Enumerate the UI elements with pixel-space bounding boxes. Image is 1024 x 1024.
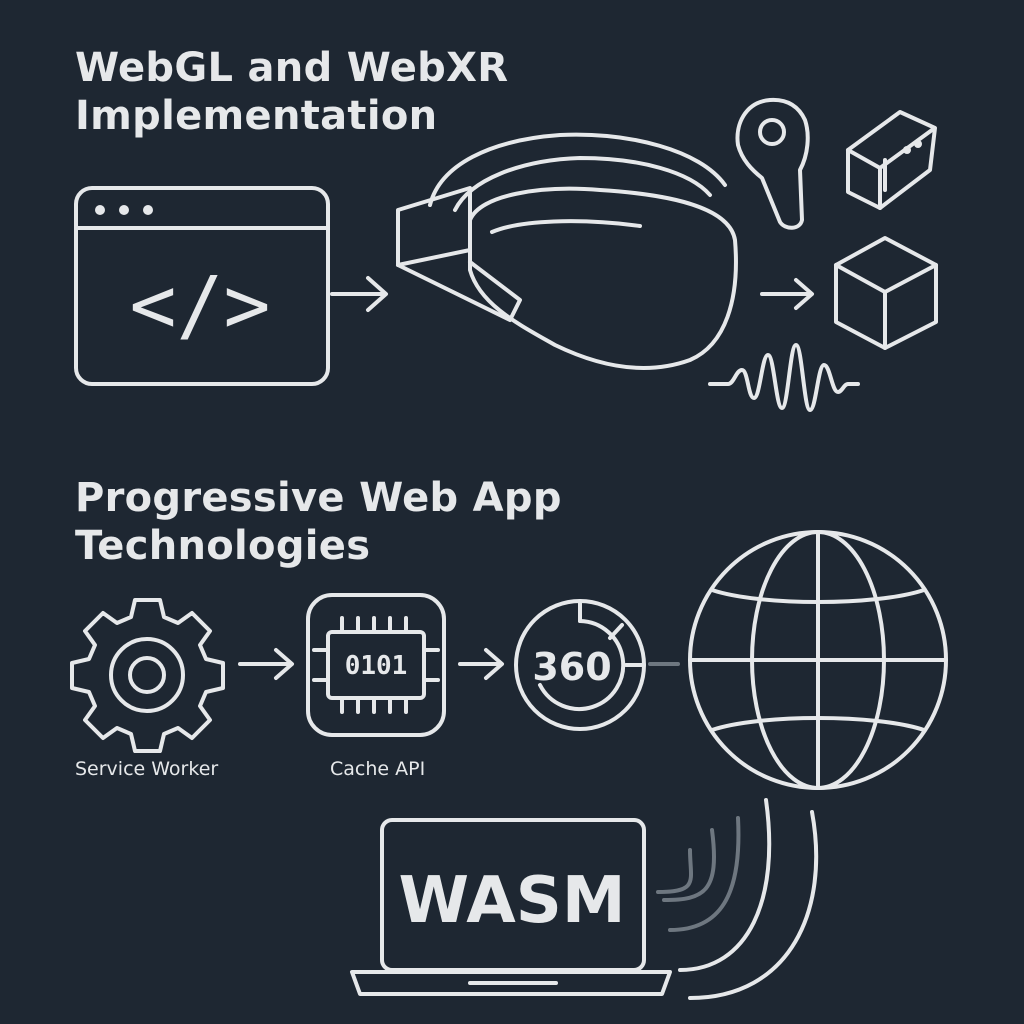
title-line: WebGL and WebXR (75, 45, 509, 91)
chip-icon: 0101 (306, 593, 446, 737)
service-worker-label: Service Worker (75, 758, 219, 780)
code-glyph: </> (130, 261, 271, 351)
section-title-webgl: WebGL and WebXR Implementation (75, 44, 508, 140)
gear-icon (70, 598, 225, 753)
title-line: Progressive Web App (75, 475, 562, 521)
controller-icon (735, 97, 810, 230)
waveform-icon (708, 343, 860, 412)
title-line: Implementation (75, 93, 438, 139)
laptop-icon: WASM (350, 818, 672, 996)
browser-code-icon: </> (74, 186, 330, 386)
globe-icon (688, 530, 948, 790)
arrow-icon (760, 278, 814, 310)
360-dial-icon: 360 (514, 599, 646, 731)
binary-text: 0101 (345, 651, 408, 681)
section-title-pwa: Progressive Web App Technologies (75, 474, 562, 570)
vr-headset-icon (396, 132, 738, 370)
vr-glasses-icon (846, 110, 937, 210)
degrees-text: 360 (532, 645, 611, 689)
arrow-icon (458, 648, 504, 680)
signal-waves-icon (656, 798, 819, 1000)
title-line: Technologies (75, 523, 371, 569)
arrow-icon (330, 276, 388, 312)
cube-icon (834, 236, 938, 350)
cache-api-label: Cache API (330, 758, 426, 780)
arrow-icon (238, 648, 294, 680)
wasm-text: WASM (398, 864, 625, 938)
